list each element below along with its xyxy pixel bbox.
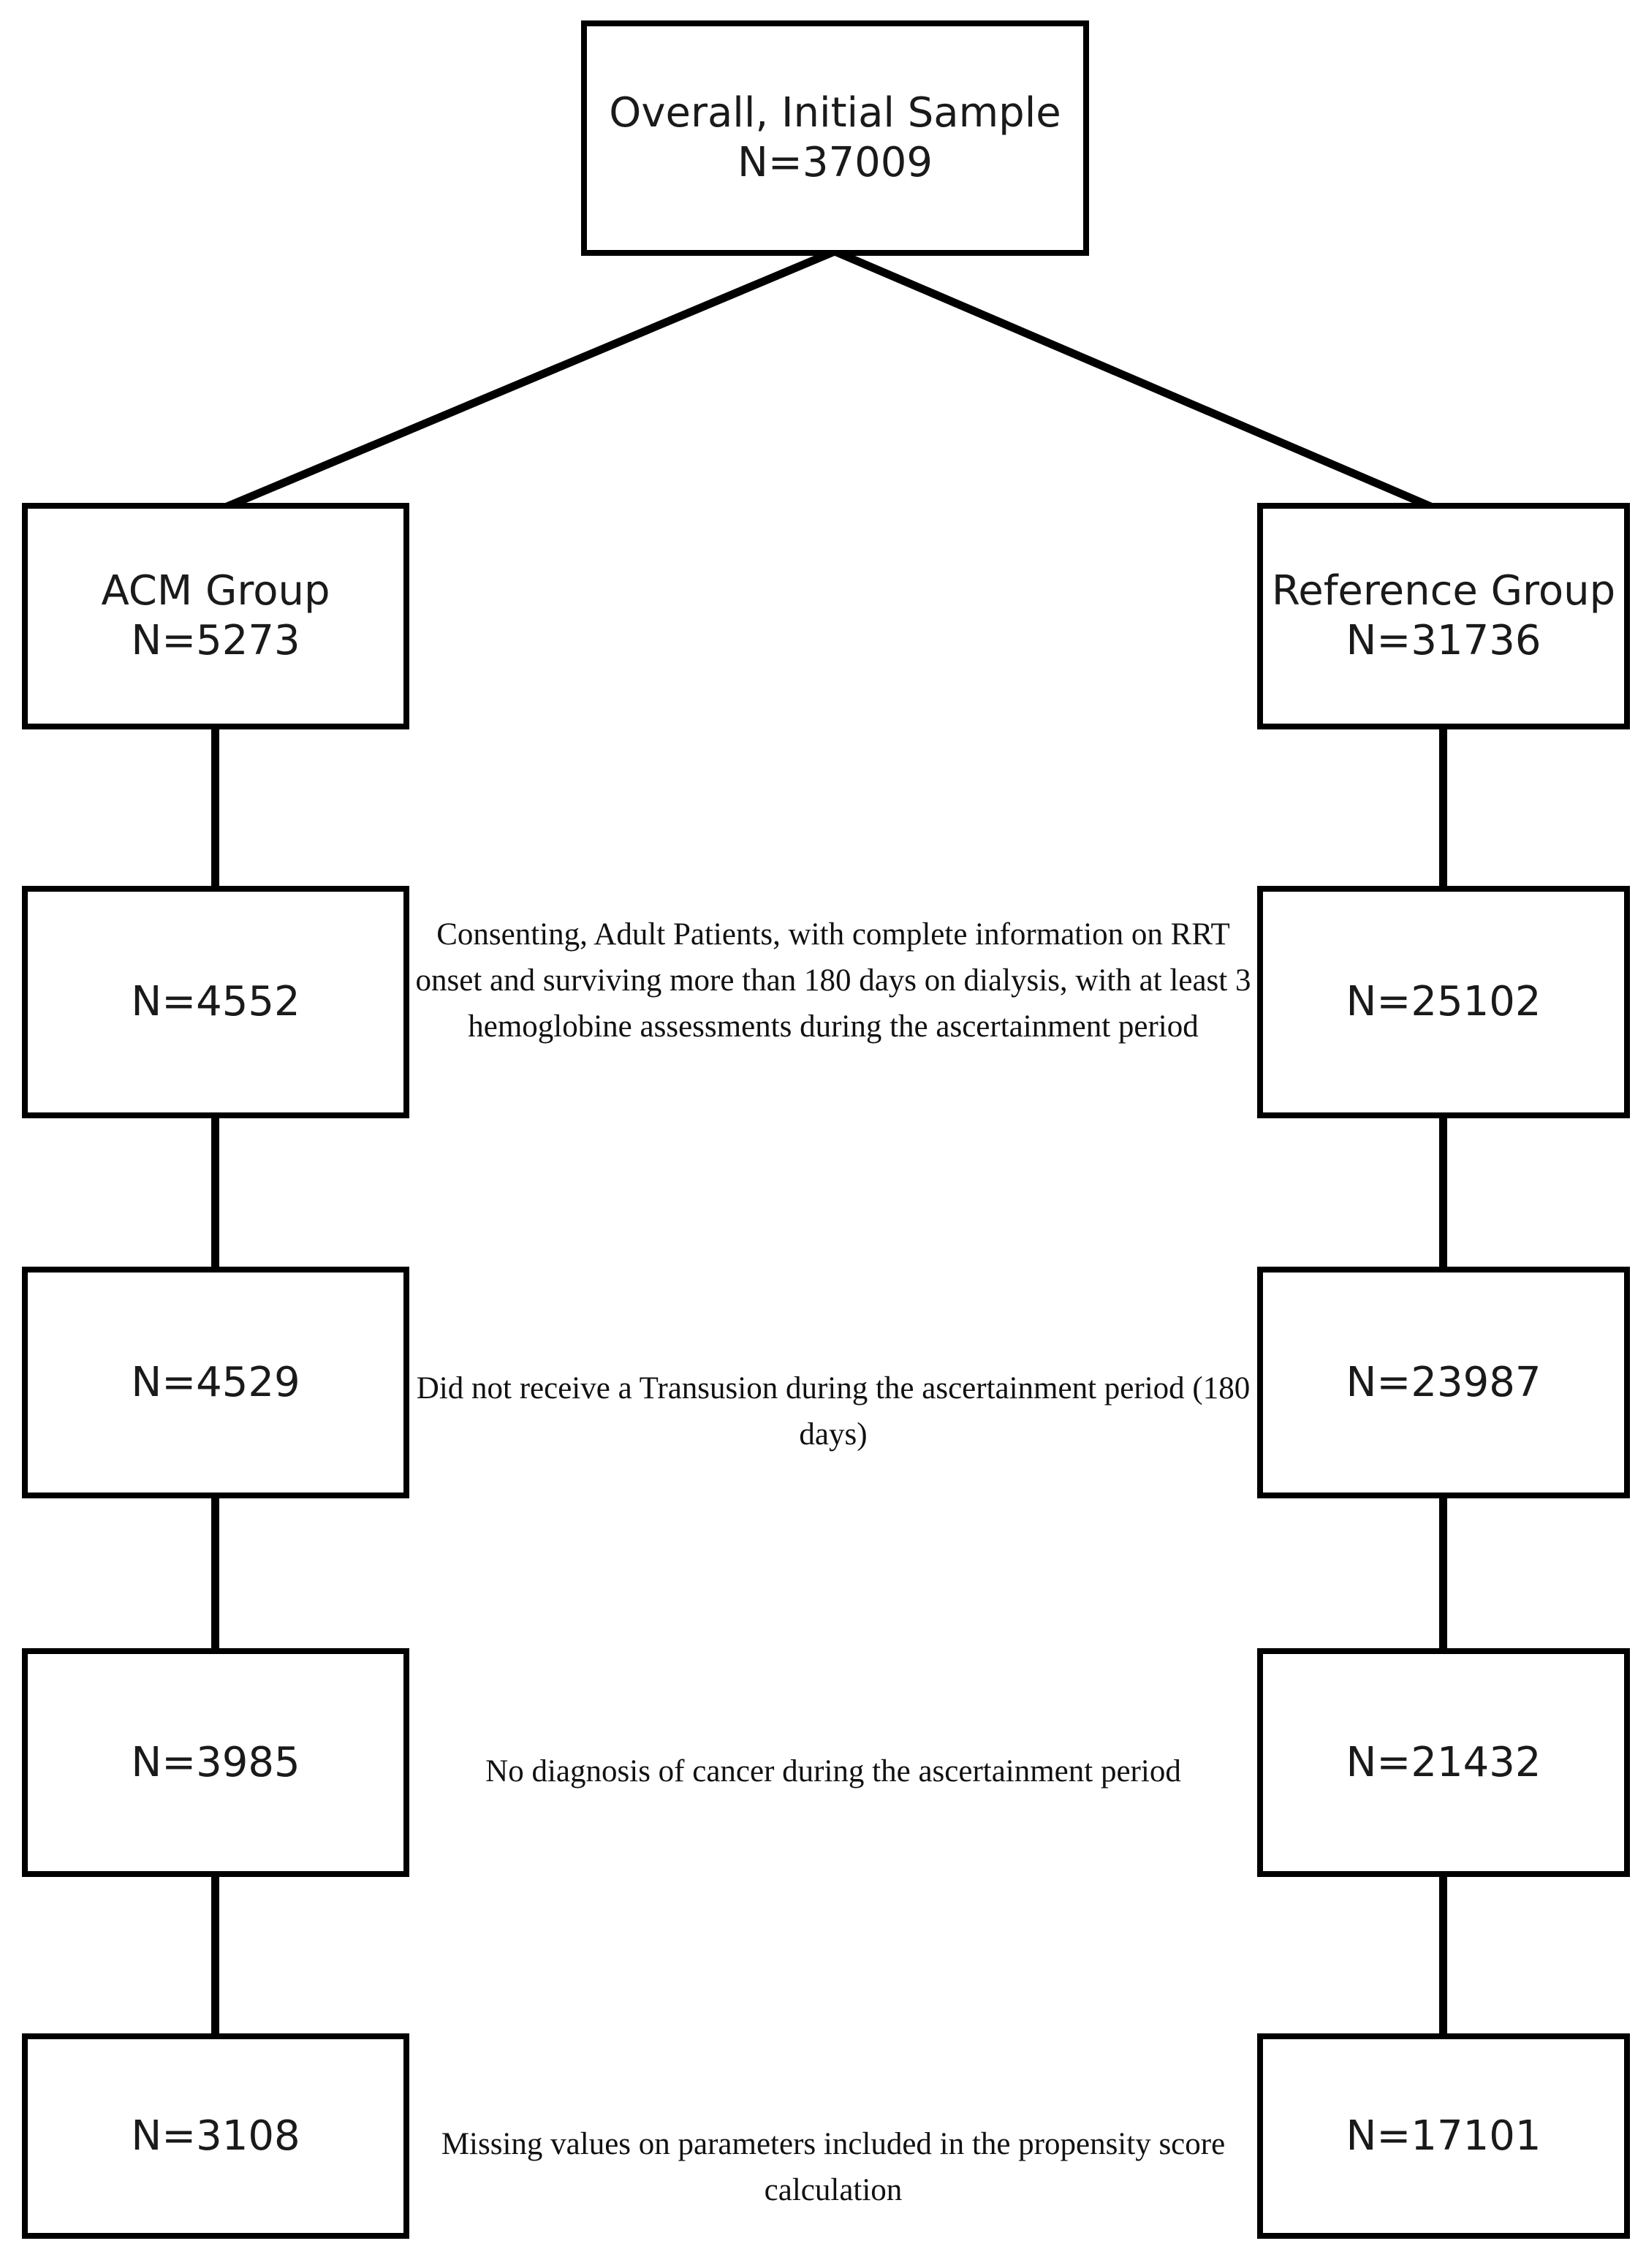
- acm-step-box: N=4529: [22, 1267, 409, 1498]
- acm-group-n: N=5273: [131, 617, 300, 664]
- acm-step-n: N=3108: [131, 2112, 300, 2160]
- criterion-text: Missing values on parameters included in…: [441, 2127, 1226, 2207]
- criterion-text: No diagnosis of cancer during the ascert…: [485, 1754, 1181, 1789]
- criterion-text: Did not receive a Transusion during the …: [416, 1371, 1251, 1452]
- reference-step-n: N=25102: [1346, 978, 1541, 1025]
- connector-line: [211, 1493, 219, 1653]
- initial-sample-n: N=37009: [737, 139, 933, 186]
- branch-lines: [213, 247, 1445, 516]
- connector-line: [211, 1871, 219, 2039]
- acm-step-n: N=4552: [131, 978, 300, 1025]
- reference-step-n: N=17101: [1346, 2112, 1541, 2160]
- acm-step-box: N=3108: [22, 2033, 409, 2239]
- reference-step-box: N=17101: [1257, 2033, 1630, 2239]
- connector-line: [1439, 1871, 1447, 2039]
- connector-line: [1439, 1493, 1447, 1653]
- reference-step-box: N=21432: [1257, 1648, 1630, 1877]
- initial-sample-box: Overall, Initial Sample N=37009: [581, 20, 1089, 256]
- initial-sample-title: Overall, Initial Sample: [609, 89, 1061, 137]
- reference-step-n: N=21432: [1346, 1738, 1541, 1786]
- reference-group-box: Reference Group N=31736: [1257, 503, 1630, 729]
- reference-group-title: Reference Group: [1271, 567, 1616, 615]
- reference-group-n: N=31736: [1346, 617, 1541, 664]
- connector-line: [211, 724, 219, 892]
- reference-step-box: N=23987: [1257, 1267, 1630, 1498]
- connector-line: [1439, 724, 1447, 892]
- acm-group-title: ACM Group: [101, 567, 330, 615]
- connector-line: [211, 1112, 219, 1272]
- acm-group-box: ACM Group N=5273: [22, 503, 409, 729]
- reference-step-box: N=25102: [1257, 886, 1630, 1118]
- acm-step-n: N=3985: [131, 1738, 300, 1786]
- acm-step-n: N=4529: [131, 1358, 300, 1406]
- criterion-text: Consenting, Adult Patients, with complet…: [415, 917, 1251, 1044]
- acm-step-box: N=4552: [22, 886, 409, 1118]
- acm-step-box: N=3985: [22, 1648, 409, 1877]
- reference-step-n: N=23987: [1346, 1358, 1541, 1406]
- connector-line: [1439, 1112, 1447, 1272]
